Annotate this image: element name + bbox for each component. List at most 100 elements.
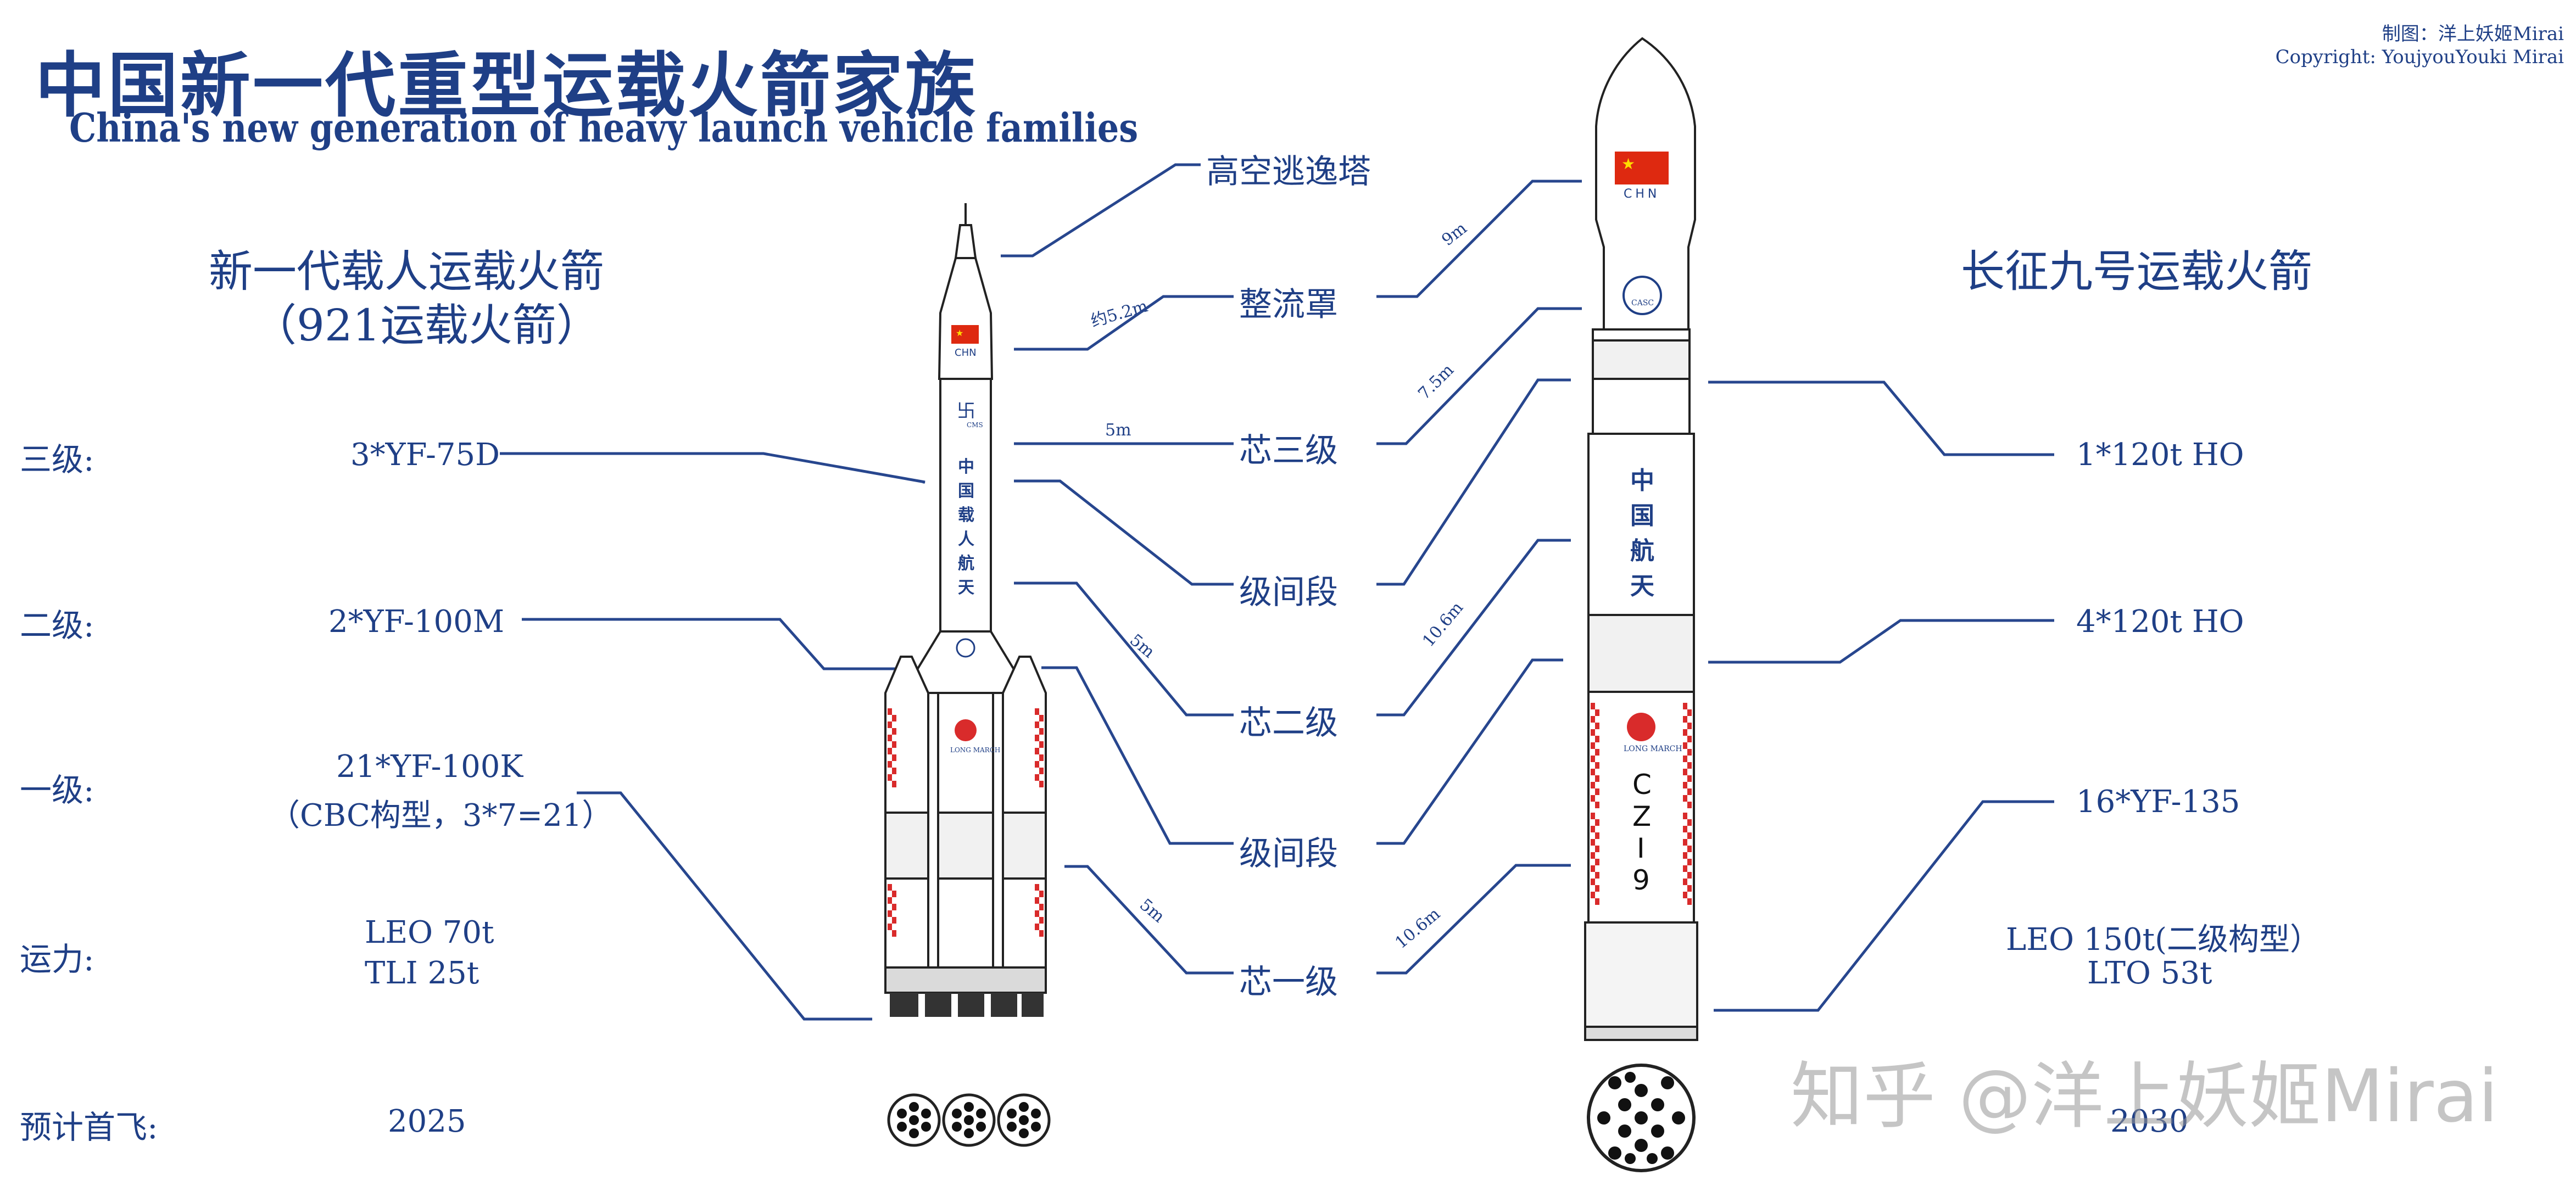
svg-text:C: C [1632, 769, 1652, 801]
left-flag [951, 325, 979, 344]
leader-right-stage3 [1708, 381, 2054, 456]
leader-core-stage1-right [1376, 864, 1571, 975]
svg-text:人: 人 [958, 530, 974, 549]
left-flag-code: CHN [955, 347, 977, 359]
left-rocket-name: 新一代载人运载火箭 [209, 246, 604, 297]
leader-left-stage1 [577, 791, 872, 1021]
right-capacity-lto: LTO 53t [2087, 955, 2212, 991]
leader-interstage-upper-left [1014, 479, 1234, 586]
svg-text:中: 中 [958, 457, 974, 477]
left-checker-stripes [888, 708, 1044, 937]
right-stage2-engines: 4*120t HO [2076, 604, 2244, 640]
component-core-stage1: 芯一级 [1239, 963, 1338, 1002]
svg-text:航: 航 [1630, 537, 1654, 565]
leader-core-stage1-left [1064, 865, 1234, 975]
svg-text:航: 航 [958, 554, 974, 573]
svg-text:天: 天 [1630, 572, 1654, 600]
left-long-march-label: LONG MARCH [950, 746, 1000, 754]
right-casc-label: CASC [1631, 299, 1654, 307]
leader-escape-tower [1001, 163, 1201, 258]
watermark: 知乎 @洋上妖姬Mirai [1791, 1054, 2499, 1139]
leader-left-stage2 [522, 618, 895, 670]
right-first-flight: 2030 [2110, 1104, 2189, 1139]
svg-text:载: 载 [958, 506, 974, 525]
leader-core-stage2-right [1376, 539, 1571, 717]
right-rocket-name: 长征九号运载火箭 [1961, 246, 2312, 297]
right-flag-code: CHN [1624, 187, 1660, 201]
right-capacity-leo: LEO 150t(二级构型） [2006, 922, 2321, 958]
component-escape-tower: 高空逃逸塔 [1206, 153, 1371, 191]
left-engines [890, 993, 1044, 1017]
left-stage1-engines: 21*YF-100K [336, 749, 523, 785]
svg-text:Z: Z [1632, 801, 1651, 832]
svg-text:中: 中 [1630, 467, 1654, 495]
left-first-flight: 2025 [388, 1104, 466, 1139]
right-core-base [1584, 921, 1698, 1039]
page-title: 中国新一代重型运载火箭家族 [35, 44, 978, 127]
right-flag [1615, 152, 1669, 184]
leader-interstage-upper-right [1376, 378, 1571, 586]
row-label-stage3: 三级: [20, 441, 94, 478]
right-long-march-label: LONG MARCH [1624, 745, 1682, 753]
leader-core-stage3-right [1376, 307, 1582, 445]
component-core-stage3: 芯三级 [1239, 432, 1338, 470]
right-core-stage2 [1587, 433, 1695, 616]
component-interstage-upper: 级间段 [1239, 573, 1338, 612]
left-long-march-logo-icon [955, 719, 977, 741]
right-checker-stripes [1591, 703, 1692, 905]
right-stage3-engines: 1*120t HO [2076, 437, 2244, 473]
right-core-stage3-lines [1592, 339, 1691, 380]
left-body-text: 中 国 载 人 航 天 [958, 457, 974, 597]
right-core-interstage [1587, 614, 1695, 693]
left-flag-star: ★ [956, 328, 963, 338]
leader-right-stage1 [1714, 800, 2054, 1012]
page-subtitle: China's new generation of heavy launch v… [69, 104, 1139, 151]
left-rocket-name-sub: （921运载火箭） [253, 300, 600, 351]
left-stage2-engines: 2*YF-100M [328, 604, 505, 640]
right-flag-star: ★ [1621, 155, 1635, 173]
svg-text:I: I [1637, 832, 1645, 864]
left-stage3-engines: 3*YF-75D [350, 437, 500, 473]
svg-text:国: 国 [1630, 502, 1654, 530]
left-core-upper [939, 378, 992, 633]
leader-interstage-lower-left [1041, 666, 1234, 845]
credit-line-1: 制图：洋上妖姬Mirai [2382, 23, 2564, 45]
leader-fairing [1014, 295, 1234, 351]
left-capacity-leo: LEO 70t [365, 915, 494, 950]
right-core-skirt [1584, 1026, 1698, 1041]
right-casc-logo-icon [1622, 276, 1662, 315]
row-label-stage1: 一级: [20, 771, 94, 809]
right-body-text: 中 国 航 天 [1630, 467, 1654, 600]
left-booster-band-r [1002, 812, 1047, 880]
left-stage1-config: （CBC构型，3*7=21） [269, 798, 613, 833]
svg-text:9: 9 [1632, 864, 1650, 896]
leader-left-stage3 [500, 452, 925, 484]
leader-fairing-right [1376, 180, 1582, 298]
cms-logo-label: CMS [967, 421, 983, 429]
leader-interstage-lower-right [1376, 658, 1563, 845]
left-capacity-tli: TLI 25t [365, 955, 479, 991]
leader-core-stage2-left [1014, 581, 1234, 717]
component-fairing: 整流罩 [1239, 286, 1338, 324]
component-core-stage2: 芯二级 [1239, 704, 1338, 742]
right-serial: C Z I 9 [1632, 769, 1652, 896]
cms-logo-icon: 卐 [957, 400, 975, 422]
row-label-capacity: 运力: [20, 941, 94, 978]
left-engine-layout [887, 1093, 1051, 1147]
row-label-first-flight: 预计首飞: [20, 1109, 158, 1146]
right-engine-layout [1587, 1064, 1696, 1172]
left-casc-logo-icon [956, 638, 975, 658]
right-long-march-logo-icon [1627, 713, 1655, 741]
dim-left-stage3: 5m [1105, 421, 1131, 440]
row-label-stage2: 二级: [20, 607, 94, 644]
left-core-band [937, 812, 994, 880]
component-interstage-lower: 级间段 [1239, 835, 1338, 873]
svg-text:天: 天 [958, 578, 974, 597]
leader-right-stage2 [1708, 619, 2054, 664]
credit-line-2: Copyright: YoujyouYouki Mirai [2275, 46, 2564, 68]
left-booster-band-l [884, 812, 929, 880]
svg-text:国: 国 [958, 482, 974, 501]
